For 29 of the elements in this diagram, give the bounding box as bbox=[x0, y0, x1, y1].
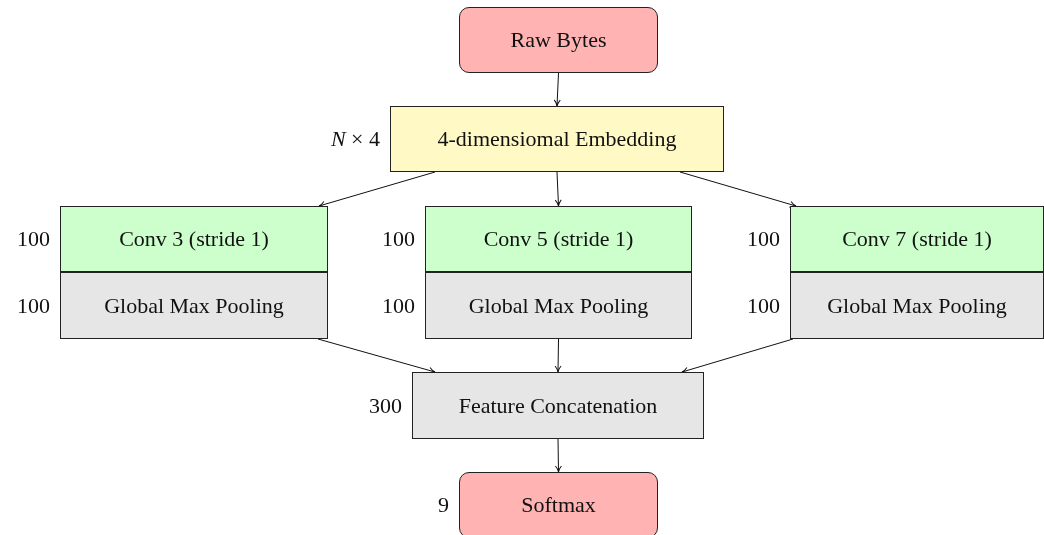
dimension-label: 100 bbox=[17, 226, 50, 252]
concatenation-box bbox=[412, 372, 704, 439]
output-box bbox=[459, 472, 658, 535]
node-label: Raw Bytes bbox=[510, 27, 607, 53]
dimension-label: 100 bbox=[747, 292, 780, 319]
node-label: Global Max Pooling bbox=[827, 292, 1007, 319]
pooling-box bbox=[790, 272, 1044, 339]
node-label: Softmax bbox=[521, 492, 596, 518]
dimension-label: 100 bbox=[17, 292, 50, 319]
node-label: 4-dimensiomal Embedding bbox=[437, 126, 677, 152]
conv-layer-box bbox=[60, 206, 328, 272]
embedding-box bbox=[390, 106, 724, 172]
conv-layer-box bbox=[790, 206, 1044, 272]
dimension-label: 100 bbox=[747, 226, 780, 252]
pooling-box bbox=[425, 272, 692, 339]
dimension-label: 9 bbox=[438, 492, 449, 518]
node-label: Conv 7 (stride 1) bbox=[842, 226, 992, 252]
node-label: Conv 3 (stride 1) bbox=[119, 226, 269, 252]
dimension-label: 100 bbox=[382, 226, 415, 252]
pooling-box bbox=[60, 272, 328, 339]
node-label: Global Max Pooling bbox=[104, 292, 284, 319]
node-label: Global Max Pooling bbox=[468, 292, 649, 319]
node-label: Feature Concatenation bbox=[458, 392, 658, 419]
dimension-label: N × 4 bbox=[330, 126, 380, 152]
conv-layer-box bbox=[425, 206, 692, 272]
dimension-label: 100 bbox=[382, 292, 415, 319]
node-label: Conv 5 (stride 1) bbox=[483, 226, 634, 252]
input-box bbox=[459, 7, 658, 73]
dimension-label: 300 bbox=[369, 392, 402, 419]
